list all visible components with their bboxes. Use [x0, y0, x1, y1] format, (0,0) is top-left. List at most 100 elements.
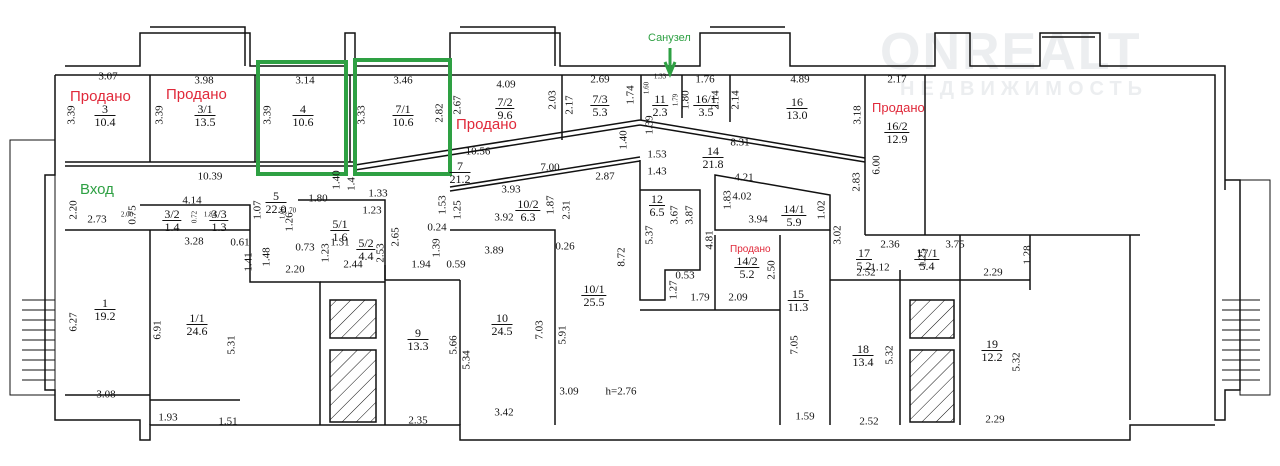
room-area: 10.4	[94, 115, 116, 129]
dimension-label: 1.40	[617, 130, 630, 150]
dimension-label: 8.72	[615, 247, 628, 267]
dimension-label: 1.43	[647, 165, 667, 178]
room-area: 13.4	[852, 355, 874, 369]
dimension-label: 6.91	[151, 320, 164, 340]
dimension-label: 0.24	[427, 221, 447, 234]
dimension-label: 5.32	[883, 345, 896, 365]
dimension-label: 5.91	[556, 325, 569, 345]
dimension-label: 1.59	[795, 410, 815, 423]
dimension-label: 1.25	[451, 200, 464, 220]
dimension-label: 1.80	[308, 192, 328, 205]
room-area: 12.9	[886, 132, 908, 146]
watermark-tagline: НЕДВИЖИМОСТЬ	[900, 78, 1149, 100]
room-number: 16/2	[884, 119, 910, 133]
room-area: 3.5	[698, 105, 714, 119]
room-area: 2.3	[652, 105, 668, 119]
dimension-label: 2.53	[374, 243, 387, 263]
dimension-label: 1.60	[642, 81, 651, 95]
room-number: 10	[491, 312, 513, 325]
dimension-label: 1.12	[870, 261, 890, 274]
dimension-label: 1.39	[430, 238, 443, 258]
dimension-label: 4.02	[732, 190, 752, 203]
dimension-label: 0.61	[230, 236, 250, 249]
dimension-label: 1.79	[671, 93, 680, 107]
dimension-label: 2.73	[87, 213, 107, 226]
room-number: 9	[407, 327, 429, 340]
room-area: 22.0	[265, 202, 287, 216]
room-number: 7/2	[495, 95, 515, 109]
room-number: 3	[94, 103, 116, 116]
dimension-label: 1.33	[368, 187, 388, 200]
sold-label-room-7-2: Продано	[456, 116, 517, 133]
room-number: 18	[852, 343, 874, 356]
dimension-label: 0.73	[295, 241, 315, 254]
dimension-label: 1.94	[411, 258, 431, 271]
dimension-label: 2.52	[856, 266, 876, 279]
room-number: 12	[649, 192, 665, 206]
room-number: 1/1	[186, 312, 208, 325]
dimension-label: 0.53	[675, 269, 695, 282]
dimension-label: 3.42	[494, 406, 514, 419]
room-area: 24.5	[491, 324, 513, 338]
dimension-label: 2.82	[433, 103, 446, 123]
room-number: 17/1	[914, 246, 940, 260]
dimension-label: 4.14	[182, 194, 202, 207]
dimension-label: 1.83	[721, 190, 734, 210]
dimension-label: 5.31	[225, 335, 238, 355]
dimension-label: 2.17	[887, 73, 907, 86]
dimension-label: 3.89	[484, 244, 504, 257]
room-area: 5.2	[856, 259, 872, 273]
dimension-label: 1.79	[690, 291, 710, 304]
dimension-label: 1.41	[242, 252, 255, 272]
dimension-label: 1.87	[544, 195, 557, 215]
room-number: 17	[856, 246, 872, 260]
dimension-label: 4.21	[734, 171, 754, 184]
dimension-label: 3.67	[668, 205, 681, 225]
room-number: 1	[94, 297, 116, 310]
dimension-label: 1.28	[1021, 245, 1034, 265]
sold-label-room-14-2: Продано	[730, 244, 771, 255]
dimension-label: 3.09	[559, 385, 579, 398]
dimension-label: 4.81	[703, 230, 716, 250]
dimension-label: 1.53	[436, 195, 449, 215]
room-area: 12.2	[981, 350, 1003, 364]
dimension-label: 7.03	[533, 320, 546, 340]
dimension-label: 3.39	[261, 105, 274, 125]
dimension-label: 2.29	[983, 266, 1003, 279]
dimension-label: 2.65	[389, 227, 402, 247]
dimension-label: 1.74	[624, 85, 637, 105]
room-number: 3/1	[194, 103, 216, 116]
room-number: 5/2	[356, 236, 376, 250]
dimension-label: 1.07	[251, 200, 264, 220]
dimension-label: 3.33	[355, 105, 368, 125]
dimension-label: 3.14	[295, 74, 315, 87]
dimension-label: 1.48	[260, 247, 273, 267]
dimension-label: 1.4	[345, 177, 358, 191]
dimension-label: 2.50	[765, 260, 778, 280]
dimension-label: 5.34	[460, 350, 473, 370]
room-number: 7	[449, 160, 471, 173]
dimension-label: 2.52	[859, 415, 879, 428]
room-area: 1.6	[332, 230, 348, 244]
room-number: 10/2	[515, 197, 541, 211]
sold-label-room-16-2: Продано	[872, 100, 925, 115]
dimension-label: 2.36	[880, 238, 900, 251]
